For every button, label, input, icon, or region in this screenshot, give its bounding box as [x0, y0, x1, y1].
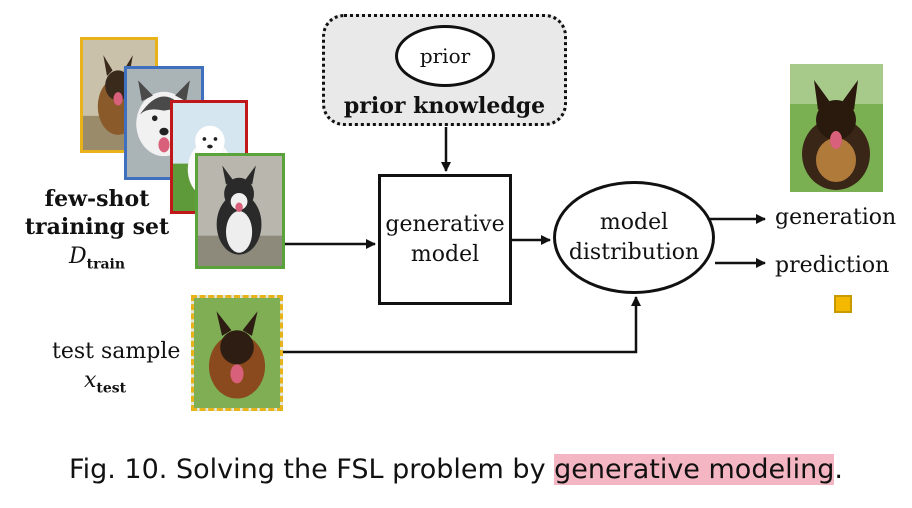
generative-model-line1: generative — [385, 211, 505, 237]
german-shepherd-test-photo — [191, 295, 283, 411]
test-sample-label: test sample — [52, 339, 181, 364]
test-symbol-letter: x — [84, 368, 97, 393]
generation-label: generation — [775, 205, 897, 230]
test-symbol-subscript: test — [96, 380, 127, 397]
prediction-label: prediction — [775, 253, 890, 278]
test-symbol: xtest — [84, 368, 126, 401]
arrow-test-to-distribution — [283, 296, 641, 354]
prior-knowledge-box — [322, 14, 567, 126]
prior-label: prior — [419, 44, 471, 68]
training-symbol: Dtrain — [2, 244, 192, 277]
caption-highlight: generative modeling — [554, 454, 835, 485]
alaskan-malamute-photo — [195, 153, 285, 269]
prior-ellipse: prior — [395, 25, 495, 87]
training-title-line2: training set — [24, 214, 170, 240]
training-symbol-subscript: train — [86, 256, 126, 273]
model-distribution-line1: model — [599, 209, 669, 235]
caption-suffix: . — [834, 454, 843, 485]
figure-caption: Fig. 10. Solving the FSL problem by gene… — [0, 452, 912, 488]
caption-prefix: Fig. 10. Solving the FSL problem by — [69, 454, 555, 485]
generated-german-shepherd-photo — [790, 64, 883, 192]
model-distribution-line2: distribution — [568, 239, 700, 265]
generative-model-line2: model — [410, 241, 480, 267]
training-symbol-letter: D — [68, 244, 87, 269]
generative-model-box: generative model — [378, 174, 512, 305]
training-title-line1: few-shot — [44, 186, 150, 212]
model-distribution-ellipse: model distribution — [553, 181, 715, 294]
yellow-square-icon — [834, 295, 852, 313]
prior-knowledge-label: prior knowledge — [343, 93, 546, 119]
